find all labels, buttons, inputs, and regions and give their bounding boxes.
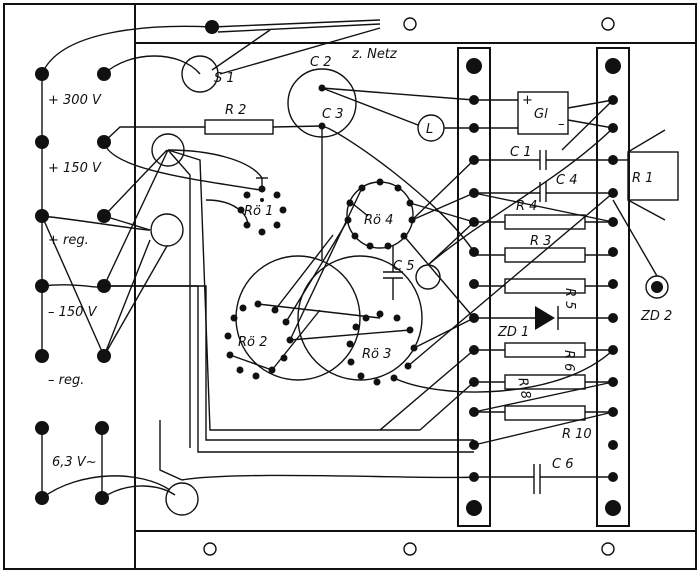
label-zd2: ZD 2 bbox=[640, 309, 672, 324]
label-c2: C 2 bbox=[310, 55, 331, 70]
socket-150v bbox=[103, 133, 263, 191]
label-r1: R 1 bbox=[632, 171, 653, 186]
internal-wiring bbox=[41, 125, 614, 481]
switch-s1: S 1 bbox=[103, 55, 235, 93]
label-r6: R 6 bbox=[561, 350, 576, 371]
label-ro3: Rö 3 bbox=[362, 347, 391, 362]
label-ro4: Rö 4 bbox=[364, 213, 393, 228]
label-plus-reg: + reg. bbox=[48, 233, 89, 248]
terminal-heater-b[interactable] bbox=[95, 421, 109, 435]
label-c5: C 5 bbox=[393, 259, 414, 274]
resistor-r2: R 2 bbox=[103, 103, 323, 143]
resistor-r4: R 4 bbox=[474, 199, 613, 230]
strip-mount-holes bbox=[466, 58, 621, 516]
label-heater-voltage: 6,3 V~ bbox=[52, 455, 97, 470]
tube-ro4: Rö 4 bbox=[344, 178, 416, 250]
label-s1: S 1 bbox=[214, 71, 235, 86]
label-r3: R 3 bbox=[530, 234, 551, 249]
terminal-strip-left bbox=[457, 47, 491, 527]
terminal-heater-a[interactable] bbox=[35, 421, 49, 435]
label-r2: R 2 bbox=[225, 103, 246, 118]
label-rectifier-minus: – bbox=[558, 117, 565, 132]
tube-ro2: Rö 2 bbox=[224, 300, 294, 380]
label-c4: C 4 bbox=[556, 173, 577, 188]
label-rectifier: Gl bbox=[534, 107, 548, 122]
terminal-minusreg-a[interactable] bbox=[35, 349, 49, 363]
label-minus-reg: – reg. bbox=[48, 373, 84, 388]
label-r10: R 10 bbox=[562, 427, 592, 442]
capacitor-c2-c3: C 2 C 3 bbox=[287, 55, 357, 138]
label-c3: C 3 bbox=[322, 107, 343, 122]
label-mains: z. Netz bbox=[351, 47, 398, 62]
label-ro1: Rö 1 bbox=[244, 204, 273, 219]
resistor-r6: R 6 bbox=[474, 342, 613, 371]
tube-ro3: Rö 3 bbox=[346, 310, 418, 386]
capacitor-c1: C 1 bbox=[474, 145, 613, 170]
socket-c5-right bbox=[415, 264, 441, 290]
resistor-r5: R 5 bbox=[474, 278, 613, 309]
socket-heater bbox=[41, 475, 199, 516]
label-c6: C 6 bbox=[552, 457, 573, 472]
capacitor-c6: C 6 bbox=[474, 457, 613, 494]
label-zd1: ZD 1 bbox=[497, 325, 529, 340]
resistor-r10: R 10 bbox=[474, 405, 613, 442]
rectifier-gl: + – Gl bbox=[321, 87, 614, 151]
zener-zd2: ZD 2 bbox=[612, 199, 672, 324]
mains-cable: z. Netz bbox=[41, 19, 398, 75]
label-r4: R 4 bbox=[516, 199, 537, 214]
resistor-r3: R 3 bbox=[474, 234, 613, 263]
tube-ro1: Rö 1 bbox=[237, 177, 287, 236]
outer-frame bbox=[3, 3, 697, 570]
mounting-holes bbox=[203, 17, 615, 556]
label-rectifier-plus: + bbox=[522, 93, 533, 108]
label-ro2: Rö 2 bbox=[238, 335, 267, 350]
label-minus-150v: – 150 V bbox=[48, 305, 98, 320]
terminal-strip-right bbox=[596, 47, 630, 527]
terminal-150v-a[interactable] bbox=[35, 135, 49, 149]
label-plus-150v: + 150 V bbox=[48, 161, 102, 176]
terminal-panel: + 300 V + 150 V + reg. – 150 V – reg. 6,… bbox=[35, 67, 111, 505]
label-r5: R 5 bbox=[562, 288, 577, 309]
resistor-r1: R 1 bbox=[613, 129, 679, 221]
label-lamp: L bbox=[426, 122, 433, 137]
strip-solder-points bbox=[469, 95, 618, 482]
label-c1: C 1 bbox=[510, 145, 531, 160]
capacitor-c5: C 5 bbox=[383, 246, 414, 300]
label-plus-300v: + 300 V bbox=[48, 93, 102, 108]
zener-zd1: ZD 1 bbox=[474, 306, 613, 340]
